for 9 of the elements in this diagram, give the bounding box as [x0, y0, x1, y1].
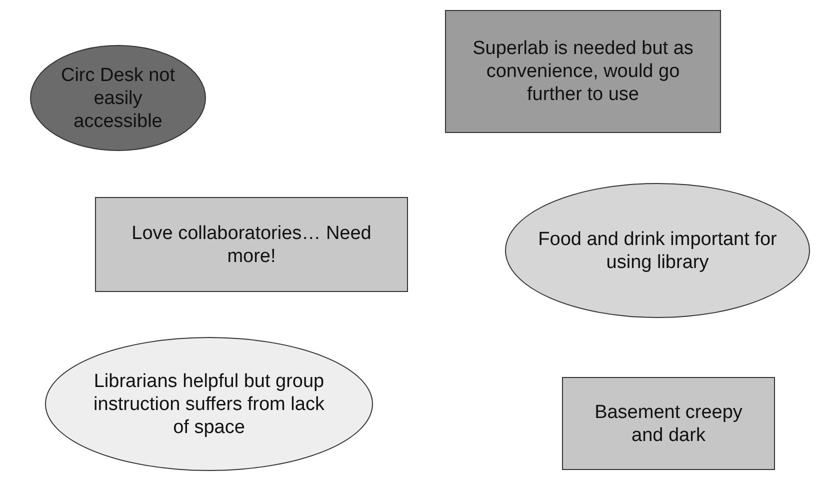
node-text: Love collaboratories… Need more! — [130, 222, 372, 268]
node-text: Circ Desk not easily accessible — [60, 64, 176, 132]
node-text: Food and drink important for using library — [537, 228, 778, 274]
rectangle-node — [562, 377, 775, 470]
node-text: Basement creepy and dark — [594, 400, 744, 446]
rectangle-node — [445, 10, 721, 133]
rectangle-node — [95, 197, 408, 292]
node-text: Superlab is needed but as convenience, would go further to use — [472, 37, 694, 106]
node-text: Librarians helpful but group instruction suffers from lack of space — [92, 370, 326, 438]
